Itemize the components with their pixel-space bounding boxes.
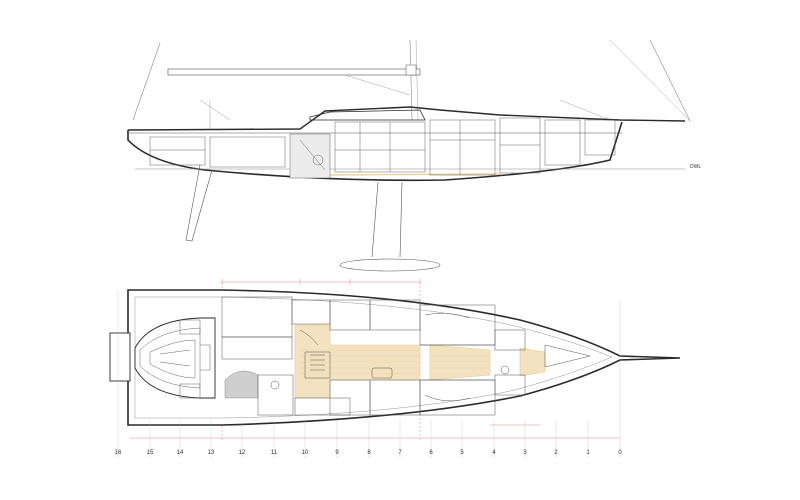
boom [167, 68, 421, 76]
profile-view: DWL [127, 39, 701, 272]
interior-plan [221, 296, 591, 416]
keel-fin [371, 181, 403, 258]
station-label: 16 [115, 450, 122, 456]
keel-bulb [339, 258, 441, 272]
station-label: 13 [208, 450, 215, 456]
mast [409, 39, 413, 121]
rig [132, 39, 691, 130]
plan-view: 16 15 14 13 12 11 10 9 8 7 6 5 4 3 2 1 0 [109, 279, 681, 458]
station-label: 14 [177, 450, 184, 456]
station-label: 7 [398, 450, 402, 456]
dwl-label: DWL [690, 164, 701, 170]
station-label: 3 [523, 450, 527, 456]
hull-bottom [127, 121, 623, 182]
station-label: 15 [147, 450, 154, 456]
transom-step [109, 332, 131, 382]
station-grid [117, 290, 621, 458]
station-labels: 16 15 14 13 12 11 10 9 8 7 6 5 4 3 2 1 0 [115, 450, 623, 456]
dimension-lines [130, 279, 620, 440]
station-label: 1 [586, 450, 590, 456]
interior-profile [149, 117, 616, 179]
forestay [649, 39, 691, 122]
rudder [185, 164, 213, 242]
station-label: 5 [460, 450, 464, 456]
sheerline [127, 106, 686, 131]
appendages [185, 164, 441, 272]
station-label: 9 [335, 450, 339, 456]
station-label: 2 [554, 450, 558, 456]
station-label: 4 [492, 450, 496, 456]
station-label: 6 [429, 450, 433, 456]
cockpit [134, 317, 216, 399]
station-label: 11 [271, 450, 278, 456]
backstay [132, 42, 161, 121]
station-label: 0 [618, 450, 622, 456]
station-label: 12 [239, 450, 246, 456]
hull-profile [127, 106, 686, 182]
station-label: 10 [302, 450, 309, 456]
station-label: 8 [367, 450, 371, 456]
